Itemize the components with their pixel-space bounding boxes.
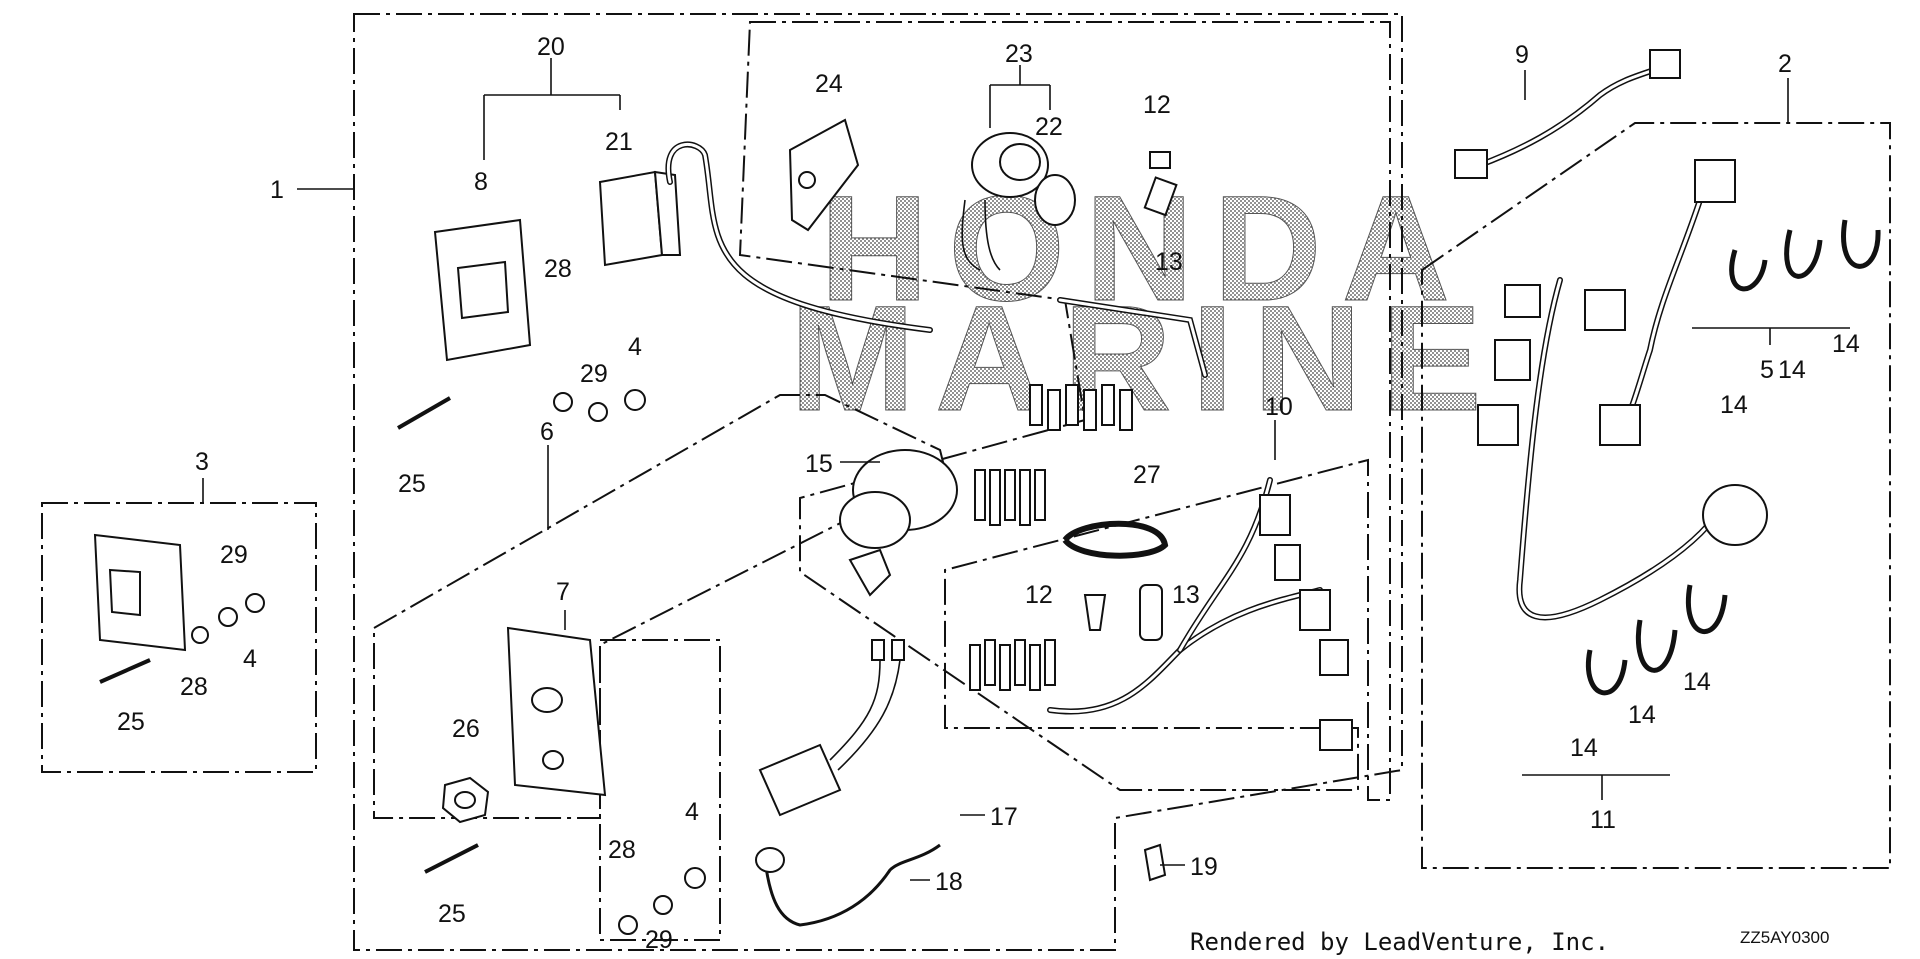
callout-28-c: 28 — [608, 836, 636, 864]
cable-9-part — [1477, 65, 1663, 168]
clamp-part — [1062, 520, 1169, 559]
callouts: 1 2 3 4 4 4 5 6 7 8 9 10 11 12 12 13 13 … — [117, 33, 1860, 954]
rendered-by-credit: Rendered by LeadVenture, Inc. — [1190, 928, 1609, 956]
callout-27: 27 — [1133, 461, 1161, 489]
leader-lines — [202, 58, 1850, 881]
callout-1: 1 — [270, 176, 284, 204]
callout-15: 15 — [805, 450, 833, 478]
callout-6: 6 — [540, 418, 554, 446]
callout-18: 18 — [935, 868, 963, 896]
watermark-line-1: HONDA — [820, 164, 1470, 332]
callout-26: 26 — [452, 715, 480, 743]
callout-25-b: 25 — [117, 708, 145, 736]
lens-part — [1034, 174, 1076, 226]
switch-part — [598, 170, 664, 267]
callout-25-c: 25 — [438, 900, 466, 928]
callout-2: 2 — [1778, 50, 1792, 78]
callout-22: 22 — [1035, 113, 1063, 141]
clips-14 — [1585, 219, 1881, 696]
callout-7: 7 — [556, 578, 570, 606]
callout-10: 10 — [1265, 393, 1293, 421]
callout-4-c: 4 — [685, 798, 699, 826]
group-frames — [41, 13, 1891, 951]
callout-29-a: 29 — [580, 360, 608, 388]
callout-13-b: 13 — [1172, 581, 1200, 609]
callout-4-a: 4 — [628, 333, 642, 361]
frame-harness-inner — [738, 21, 1391, 801]
callout-14-d: 14 — [1570, 734, 1598, 762]
callout-14-e: 14 — [1628, 701, 1656, 729]
callout-12-b: 12 — [1025, 581, 1053, 609]
frame-group-3 — [41, 502, 317, 773]
callout-5: 5 — [1760, 356, 1774, 384]
collar-part — [1143, 176, 1178, 217]
connector-bundle-upper — [1029, 384, 1133, 431]
callout-8: 8 — [474, 168, 488, 196]
callout-21: 21 — [605, 128, 633, 156]
callout-4-b: 4 — [243, 645, 257, 673]
parts-artwork — [93, 49, 1881, 935]
callout-20: 20 — [537, 33, 565, 61]
watermark-line-2: MARINE — [790, 274, 1502, 442]
watermark: HONDA MARINE — [790, 164, 1502, 443]
lanyard-part — [763, 843, 941, 927]
clip-part — [1143, 843, 1167, 882]
callout-28-b: 28 — [180, 673, 208, 701]
frame-assembly-1 — [353, 13, 1403, 951]
callout-17: 17 — [990, 803, 1018, 831]
callout-14-a: 14 — [1720, 391, 1748, 419]
callout-11: 11 — [1590, 806, 1616, 834]
callout-3: 3 — [195, 448, 209, 476]
callout-28-a: 28 — [544, 255, 572, 283]
bracket-part — [788, 118, 860, 232]
panel-part — [506, 626, 607, 797]
callout-12-a: 12 — [1143, 91, 1171, 119]
diagram-code: ZZ5AY0300 — [1740, 928, 1829, 947]
callout-29-b: 29 — [220, 541, 248, 569]
callout-19: 19 — [1190, 853, 1218, 881]
bolt-part — [1149, 151, 1171, 169]
connector-bundle-15 — [974, 469, 1046, 526]
callout-14-b: 14 — [1778, 356, 1806, 384]
callout-14-f: 14 — [1683, 668, 1711, 696]
frame-group-17 — [599, 639, 721, 941]
harness-10-part — [969, 477, 1353, 751]
callout-23: 23 — [1005, 40, 1033, 68]
frame-group-2 — [1421, 122, 1891, 869]
callout-25-a: 25 — [398, 470, 426, 498]
callout-24: 24 — [815, 70, 843, 98]
solenoid-part — [758, 743, 842, 817]
callout-14-c: 14 — [1832, 330, 1860, 358]
callout-9: 9 — [1515, 41, 1529, 69]
frame-group-6 — [373, 394, 947, 819]
callout-29-c: 29 — [645, 926, 673, 954]
callout-13-a: 13 — [1155, 248, 1183, 276]
